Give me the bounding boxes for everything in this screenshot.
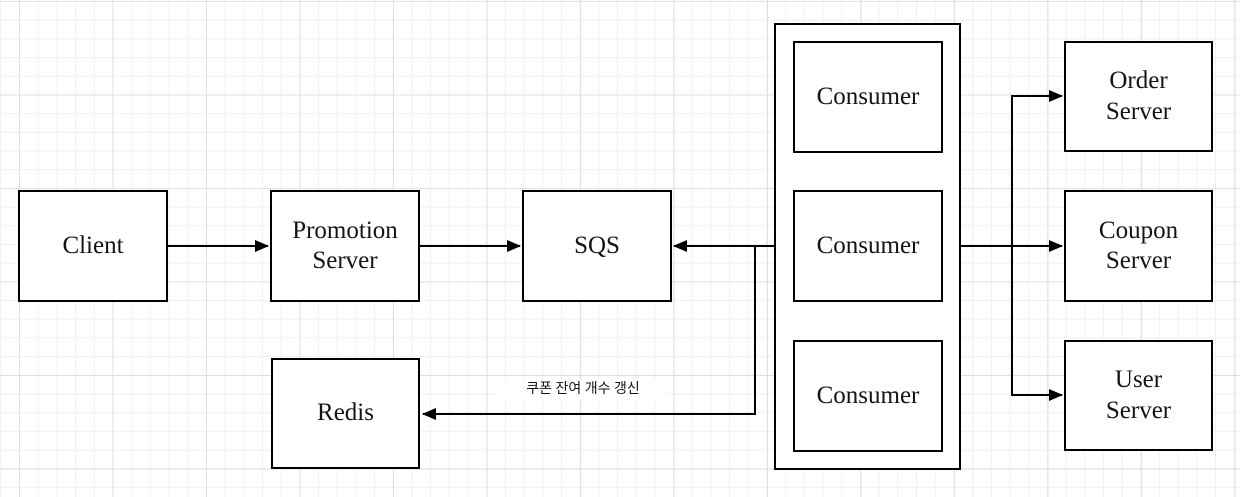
edge-consumers-to-user-server	[961, 245, 1063, 401]
node-consumer-1[interactable]: Consumer	[793, 41, 943, 153]
node-promotion-server[interactable]: Promotion Server	[270, 190, 420, 302]
node-consumer-3[interactable]: Consumer	[793, 340, 943, 452]
node-sqs[interactable]: SQS	[522, 190, 672, 302]
node-client[interactable]: Client	[18, 190, 168, 302]
node-consumer-2[interactable]: Consumer	[793, 190, 943, 302]
node-order-server[interactable]: Order Server	[1064, 41, 1213, 152]
edge-consumers-to-order-server	[961, 90, 1063, 247]
node-user-server[interactable]: User Server	[1064, 340, 1213, 451]
edge-label-coupon-count-update[interactable]: 쿠폰 잔여 개수 갱신	[498, 380, 668, 400]
node-coupon-server[interactable]: Coupon Server	[1064, 190, 1213, 302]
node-redis[interactable]: Redis	[271, 358, 420, 469]
